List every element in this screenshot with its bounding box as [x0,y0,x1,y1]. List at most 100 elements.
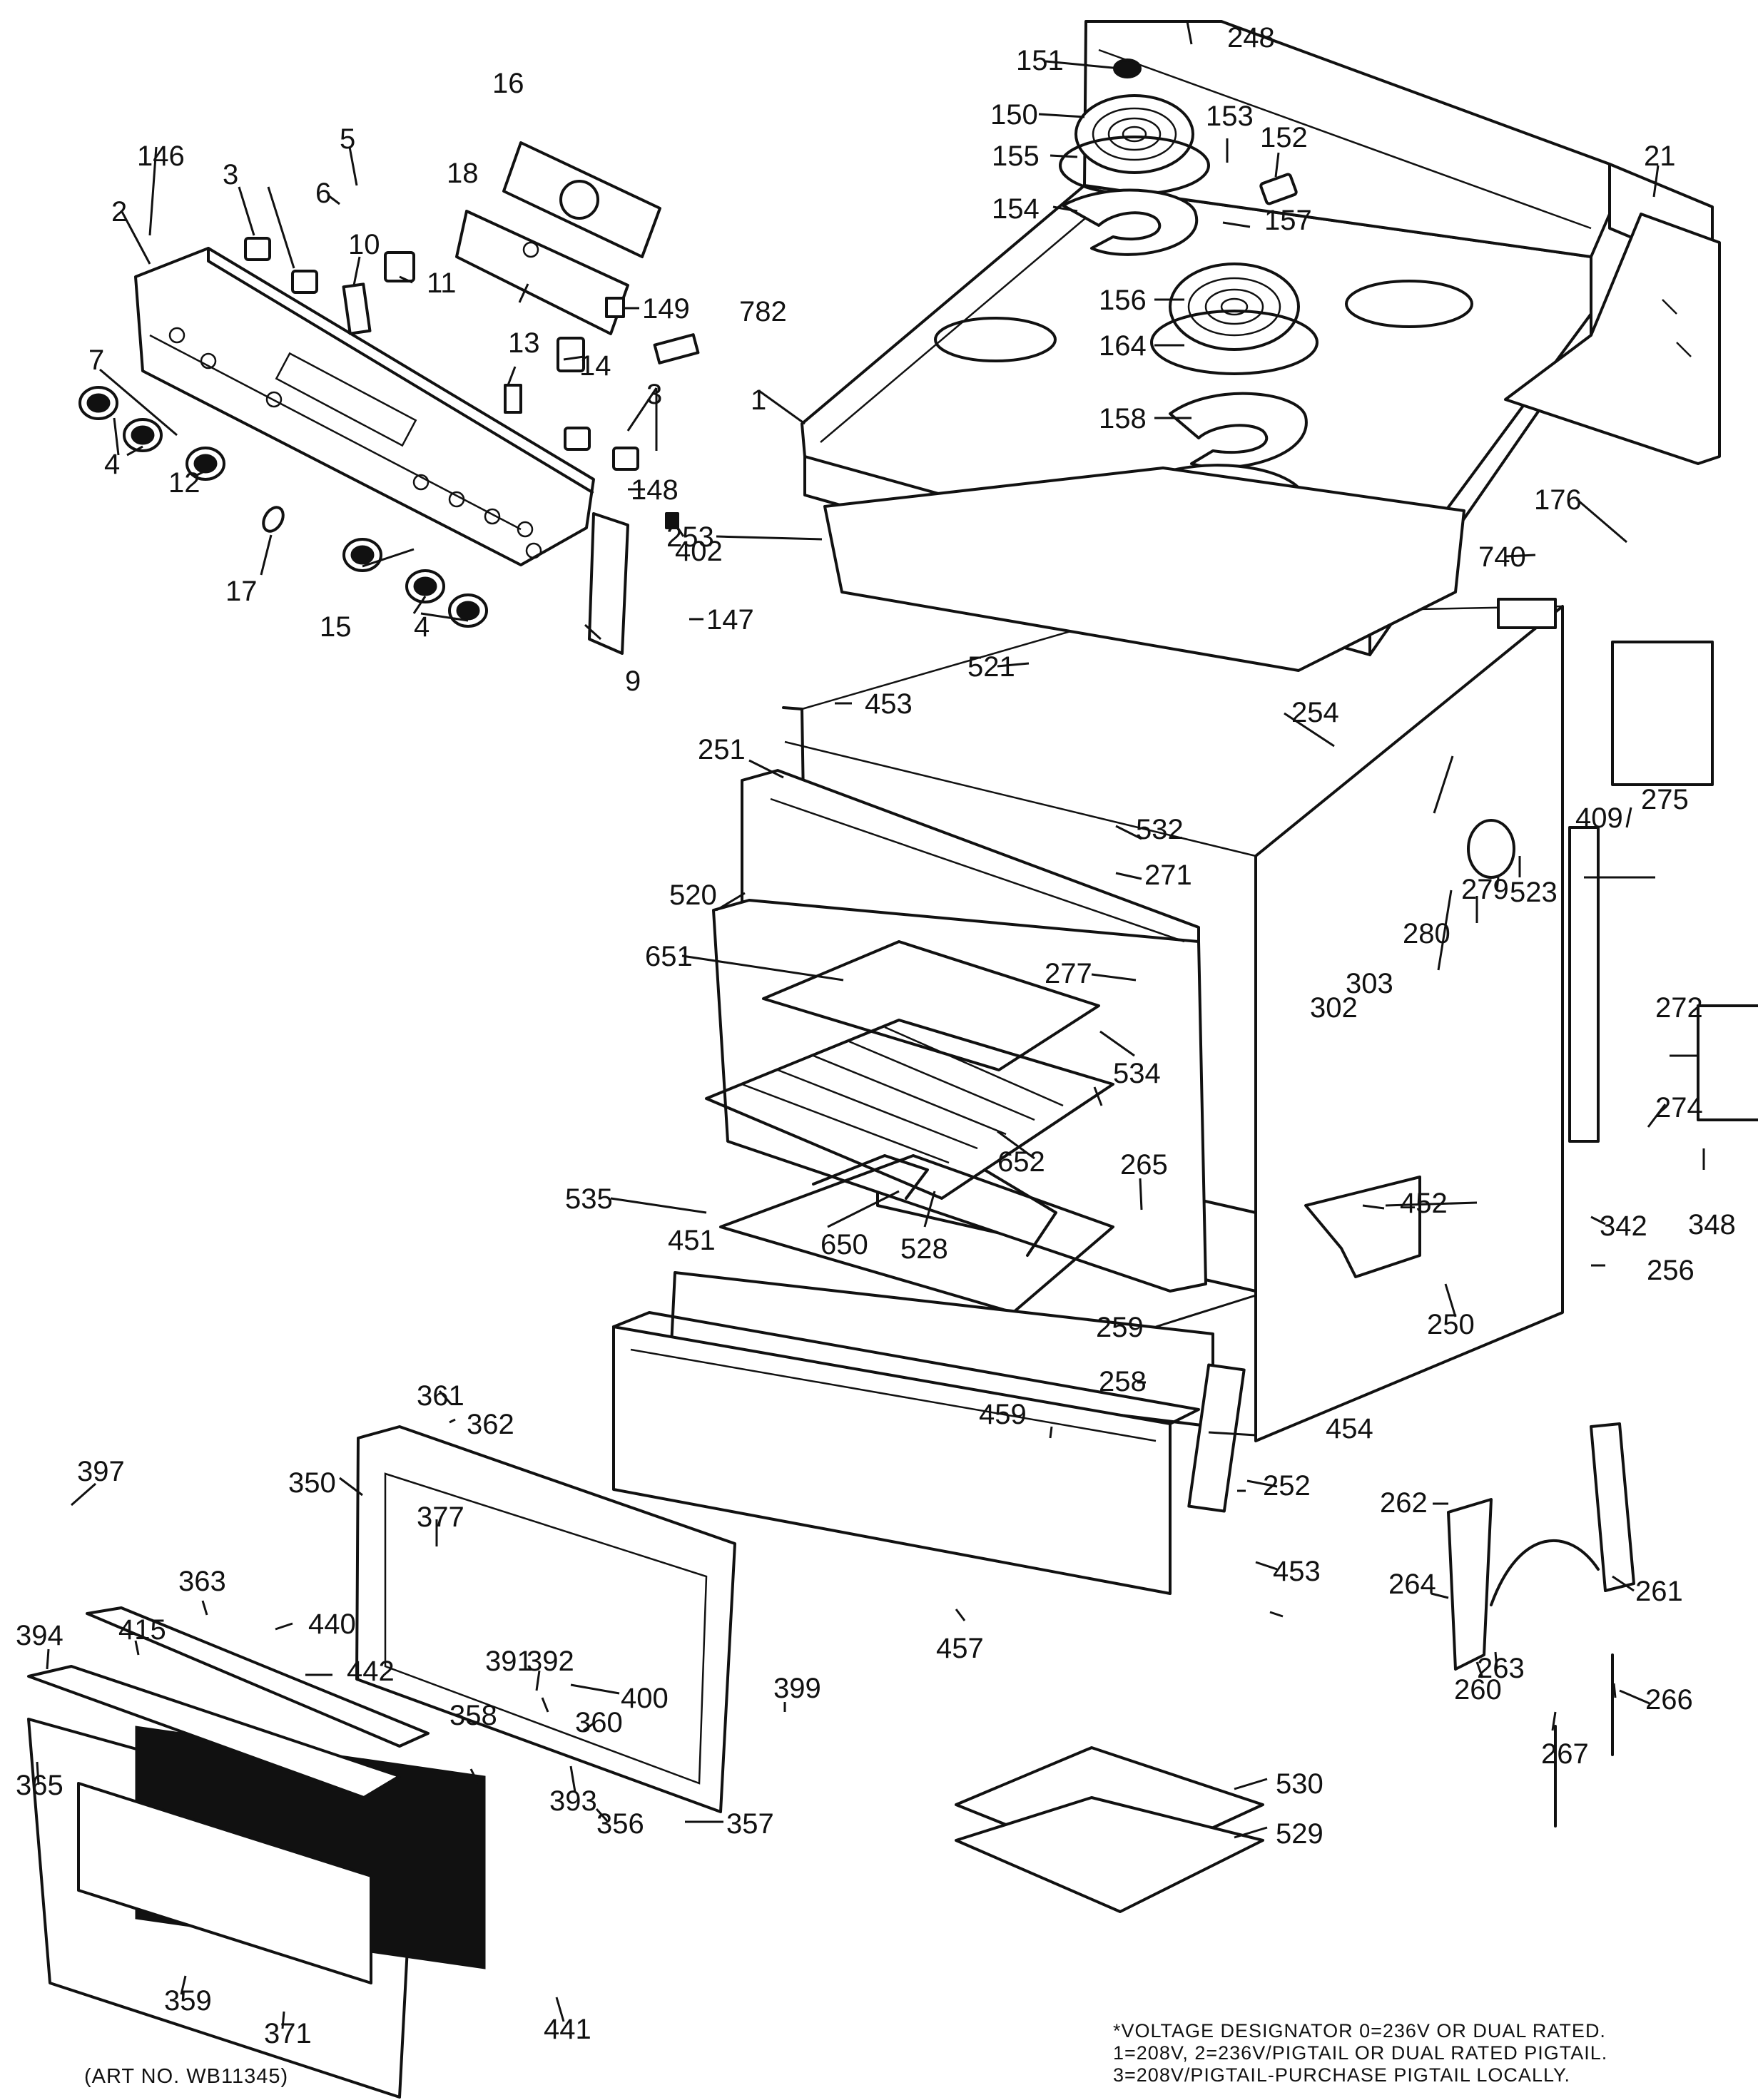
door-hinges [1447,641,1758,1828]
callout-label: 453 [865,688,913,720]
callout-label: 272 [1655,992,1703,1024]
callout-label: 399 [773,1673,821,1704]
callout-label: 250 [1427,1309,1475,1340]
callout-label: 535 [565,1183,613,1215]
callout-label: 11 [427,267,457,299]
clock-timer [455,141,661,335]
art-number: (ART NO. WB11345) [84,2065,289,2088]
callout-label: 274 [1655,1092,1703,1123]
callout-label: 152 [1260,122,1308,153]
callout-label: 12 [168,467,200,499]
callout-label: 256 [1647,1255,1695,1286]
callout-label: 532 [1136,814,1184,845]
voltage-note-line: 1=208V, 2=236V/PIGTAIL OR DUAL RATED PIG… [1113,2042,1608,2064]
callout-label: 1 [751,384,766,416]
callout-label: 402 [675,536,723,567]
callout-label: 253 [666,521,714,553]
callout-leaders [36,21,1705,2029]
callout-label: 263 [1477,1653,1525,1684]
callout-label: 520 [669,880,717,911]
infinite-switches [244,237,639,471]
callout-label: 459 [979,1399,1027,1430]
storage-drawer [612,1271,1246,1595]
callout-label: 146 [137,141,185,172]
callout-label: 457 [936,1633,984,1664]
surface-units [1059,58,1318,521]
callout-label: 15 [320,611,352,643]
callout-label: 17 [225,576,258,607]
callout-label: 264 [1388,1569,1436,1600]
callout-label: 258 [1099,1366,1147,1397]
callout-label: 3 [223,159,238,190]
callout-label: 348 [1688,1209,1736,1240]
callout-label: 440 [308,1609,356,1640]
callout-label: 451 [668,1225,716,1256]
callout-label: 18 [447,158,479,189]
callout-label: 155 [992,141,1040,172]
callout-label: 7 [88,345,104,376]
callout-label: 265 [1120,1149,1168,1181]
callout-label: 148 [631,474,679,506]
callout-label: 275 [1641,784,1689,815]
control-knobs [78,386,488,628]
callout-label: 529 [1276,1818,1323,1850]
callout-label: 521 [967,651,1015,683]
callout-label: 392 [527,1646,574,1677]
callout-label: 260 [1454,1674,1502,1706]
callout-label: 279 [1461,874,1509,905]
callout-label: 259 [1096,1312,1144,1343]
callout-label: 362 [467,1409,514,1440]
callout-label: 16 [492,68,524,99]
callout-label: 9 [625,666,641,697]
callout-label: 452 [1400,1188,1448,1219]
broiler-pan [955,1746,1264,1913]
callout-label: 176 [1534,484,1582,516]
side-trim [588,512,629,655]
voltage-note-line: 3=208V/PIGTAIL-PURCHASE PIGTAIL LOCALLY. [1113,2064,1571,2086]
callout-label: 377 [417,1502,464,1533]
callout-label: 151 [1016,45,1064,76]
clip-402 [665,512,679,529]
callout-label: 147 [706,604,754,636]
callout-label: 266 [1645,1684,1693,1716]
callout-label: 157 [1264,205,1312,236]
callout-label: 6 [315,178,331,209]
callout-label: 261 [1635,1576,1683,1607]
control-panel-backsplash [134,247,595,566]
callout-label: 267 [1541,1738,1589,1770]
callout-label: 409 [1575,802,1623,834]
callout-label: 359 [164,1985,212,2017]
connector-782 [653,333,700,365]
callout-label: 650 [820,1229,868,1260]
callout-label: 415 [118,1614,166,1646]
callout-label: 358 [449,1700,497,1731]
callout-label: 154 [992,193,1040,225]
callout-label: 158 [1099,403,1147,434]
oven-racks [705,940,1114,1314]
callout-label: 652 [997,1146,1045,1178]
callout-label: 248 [1227,22,1275,53]
callout-label: 153 [1206,101,1254,132]
callout-label: 454 [1326,1413,1373,1444]
callout-label: 397 [77,1456,125,1487]
callout-label: 394 [16,1620,63,1651]
callout-label: 361 [417,1380,464,1412]
callout-label: 782 [739,296,787,327]
callout-label: 350 [288,1467,336,1499]
callout-label: 303 [1346,968,1393,999]
callout-label: 251 [698,734,746,765]
callout-label: 5 [340,123,355,155]
callout-label: 528 [900,1233,948,1265]
callout-label: 21 [1644,141,1676,172]
callout-label: 262 [1380,1487,1428,1519]
callout-label: 4 [104,449,120,480]
callout-label: 280 [1403,918,1450,949]
callout-label: 357 [726,1808,774,1840]
callout-label: 441 [544,2014,591,2045]
callout-label: 360 [575,1707,623,1738]
callout-label: 534 [1113,1058,1161,1089]
callout-label: 400 [621,1683,669,1714]
callout-label: 302 [1310,992,1358,1024]
oven-liner [712,769,1207,1293]
voltage-note-line: *VOLTAGE DESIGNATOR 0=236V OR DUAL RATED… [1113,2020,1606,2042]
